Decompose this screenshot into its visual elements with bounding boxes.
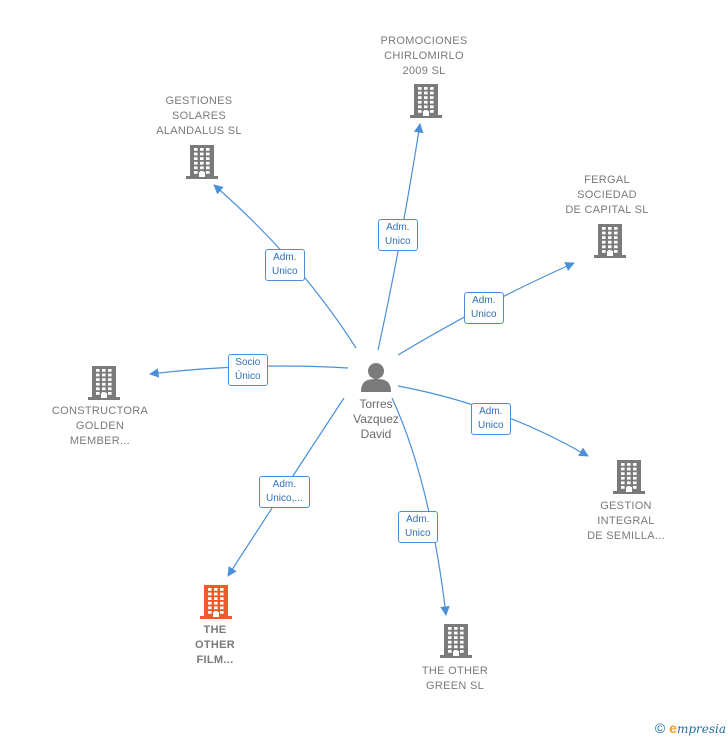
company-name-constructora[interactable]: CONSTRUCTORA GOLDEN MEMBER... (51, 405, 149, 447)
company-name-promociones[interactable]: PROMOCIONES CHIRLOMIRLO 2009 SL (380, 35, 468, 77)
company-node-other-film[interactable] (200, 585, 232, 624)
building-icon (594, 224, 626, 258)
building-icon (200, 585, 232, 619)
relation-label-fergal[interactable]: Adm. Unico (464, 292, 504, 324)
company-name-other-film[interactable]: THE OTHER FILM... (195, 624, 235, 666)
relation-label-promociones[interactable]: Adm. Unico (378, 219, 418, 251)
company-node-promociones[interactable] (410, 84, 442, 123)
building-icon (440, 624, 472, 658)
person-name[interactable]: Torres Vazquez David (353, 397, 399, 441)
company-name-fergal[interactable]: FERGAL SOCIEDAD DE CAPITAL SL (565, 174, 649, 216)
copyright-symbol: © (654, 720, 666, 736)
building-icon (410, 84, 442, 118)
company-node-gestiones[interactable] (186, 145, 218, 184)
company-node-fergal[interactable] (594, 224, 626, 263)
person-icon (361, 363, 391, 392)
company-name-gestion-integral[interactable]: GESTION INTEGRAL DE SEMILLA... (587, 500, 665, 542)
footer-brand: © empresia (655, 720, 726, 736)
relation-label-gestiones[interactable]: Adm. Unico (265, 249, 305, 281)
relation-label-gestion-integral[interactable]: Adm. Unico (471, 403, 511, 435)
building-icon (88, 366, 120, 400)
relation-label-other-green[interactable]: Adm. Unico (398, 511, 438, 543)
edge-other-green (391, 397, 450, 616)
person-node[interactable] (359, 361, 393, 398)
relation-label-constructora[interactable]: Socio Único (228, 354, 268, 386)
company-node-gestion-integral[interactable] (613, 460, 645, 499)
company-node-other-green[interactable] (440, 624, 472, 663)
relation-label-other-film[interactable]: Adm. Unico,... (259, 476, 310, 508)
company-name-gestiones[interactable]: GESTIONES SOLARES ALANDALUS SL (156, 95, 242, 137)
company-name-other-green[interactable]: THE OTHER GREEN SL (421, 665, 489, 692)
empresia-logo: empresia (669, 720, 726, 736)
building-icon (613, 460, 645, 494)
company-node-constructora[interactable] (88, 366, 120, 405)
building-icon (186, 145, 218, 179)
